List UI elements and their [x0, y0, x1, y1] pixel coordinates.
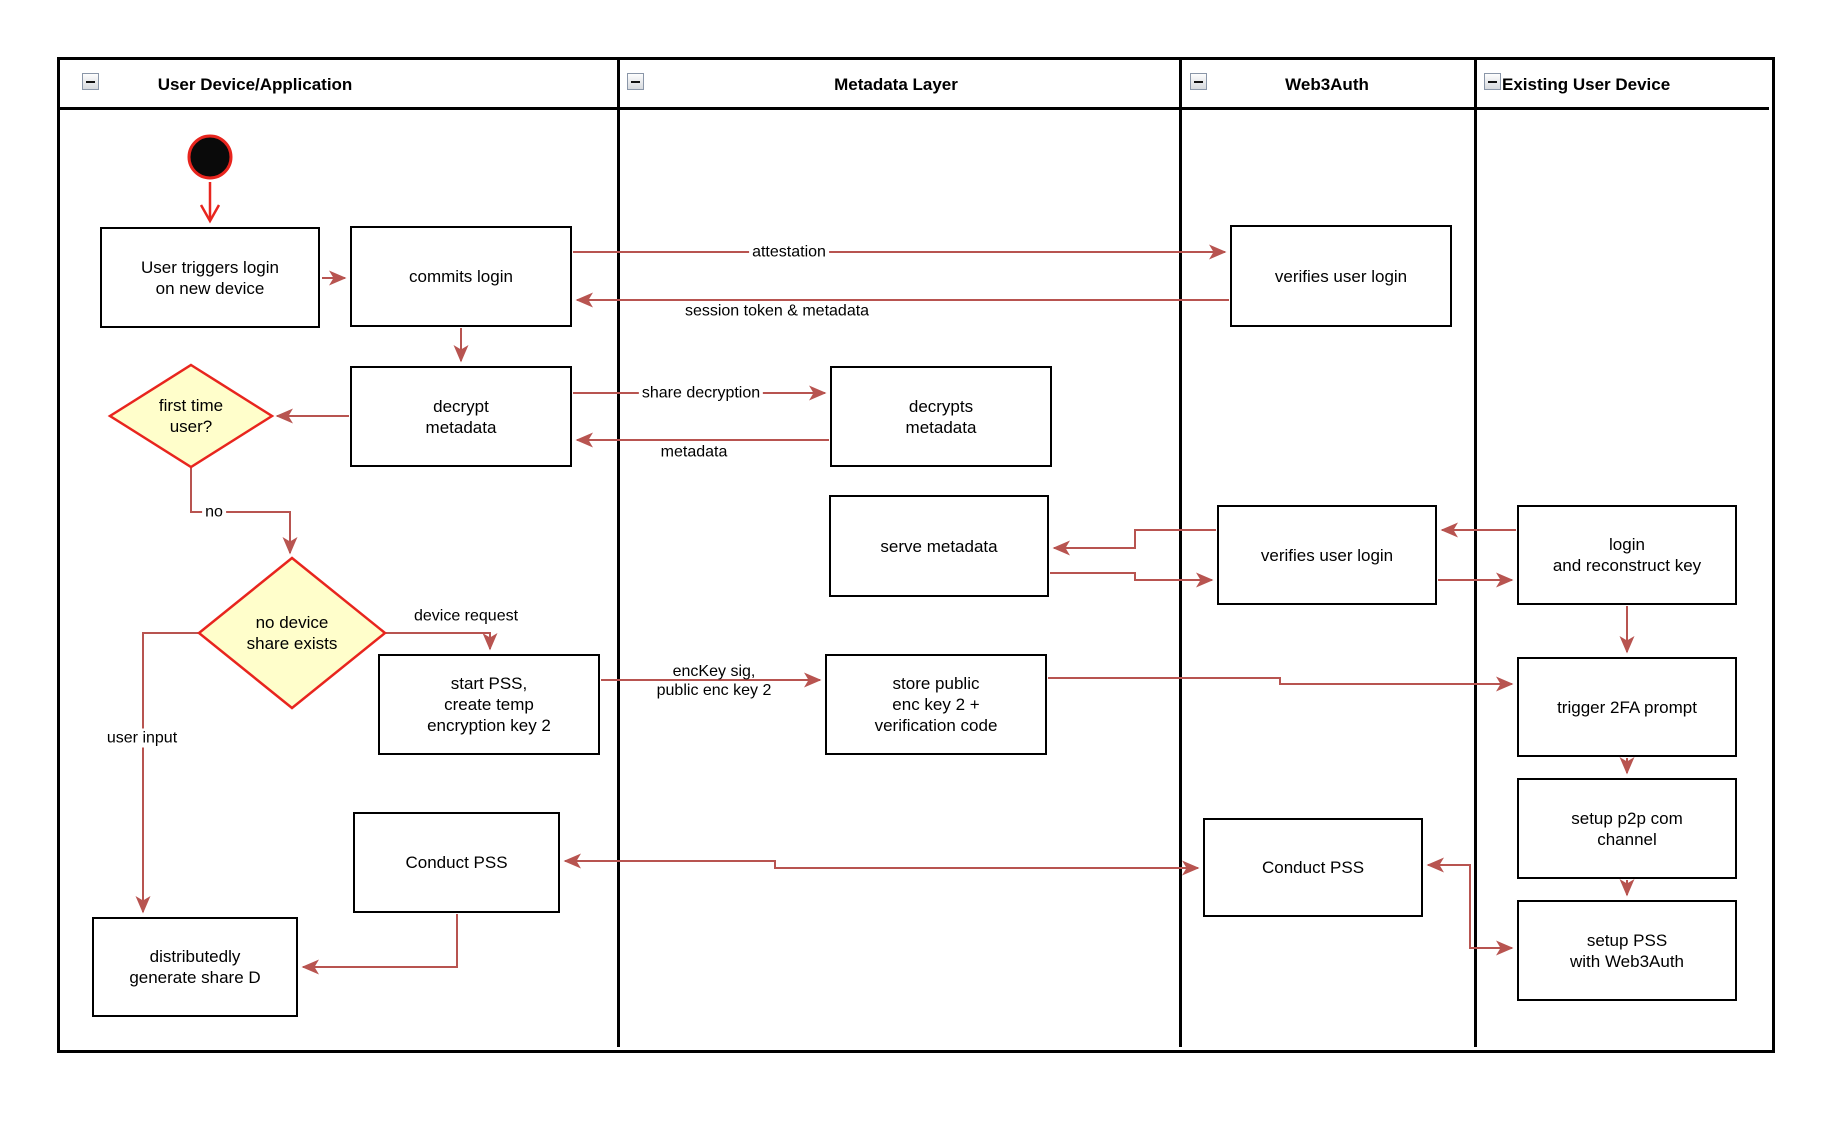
label-metadata: metadata — [660, 443, 728, 461]
node-conduct-pss-web3auth[interactable]: Conduct PSS — [1203, 818, 1423, 917]
edge-user-input — [135, 632, 198, 914]
collapse-minus-icon[interactable] — [627, 73, 644, 90]
lane-divider — [1179, 60, 1182, 1047]
node-no-device-share[interactable] — [197, 556, 387, 710]
label-no: no — [202, 502, 226, 522]
lane-title-metadata-layer: Metadata Layer — [834, 74, 958, 94]
node-verifies-user-login-1[interactable]: verifies user login — [1230, 225, 1452, 327]
edge-no-path — [190, 468, 298, 555]
edge-store-to-trigger — [1048, 676, 1514, 692]
label-attestation: attestation — [749, 242, 829, 262]
label-session-token: session token & metadata — [684, 302, 870, 320]
collapse-minus-icon[interactable] — [1484, 73, 1501, 90]
node-trigger-2fa-prompt[interactable]: trigger 2FA prompt — [1517, 657, 1737, 757]
edge-setuppss-conductpss — [1426, 857, 1514, 956]
label-device-request: device request — [413, 607, 519, 625]
node-conduct-pss-user[interactable]: Conduct PSS — [353, 812, 560, 913]
collapse-minus-icon[interactable] — [82, 73, 99, 90]
label-share-decryption: share decryption — [638, 383, 764, 403]
pool-border — [57, 57, 1775, 1053]
lane-title-web3auth: Web3Auth — [1285, 74, 1369, 94]
node-verifies-user-login-2[interactable]: verifies user login — [1217, 505, 1437, 605]
lane-divider — [1474, 60, 1477, 1047]
header-bottom-line — [60, 107, 1769, 110]
edge-device-request — [386, 632, 498, 651]
lane-divider — [617, 60, 620, 1047]
lane-title-user-device-application: User Device/Application — [157, 74, 353, 94]
label-user-input: user input — [103, 728, 181, 748]
label-enckey: encKey sig, public enc key 2 — [656, 663, 772, 699]
collapse-minus-icon[interactable] — [1190, 73, 1207, 90]
edge-conduct-to-distshare — [301, 914, 458, 975]
edge-conductpss-conductpss — [563, 853, 1200, 876]
lane-title-existing-user-device: Existing User Device — [1502, 74, 1671, 94]
node-commits-login[interactable]: commits login — [350, 226, 572, 327]
edge-serve-to-verifies2 — [1050, 572, 1214, 588]
start-node[interactable] — [187, 134, 233, 180]
edge-verifies2-to-serve — [1052, 529, 1216, 556]
node-first-time-user[interactable] — [107, 363, 275, 469]
node-serve-metadata[interactable]: serve metadata — [829, 495, 1049, 597]
